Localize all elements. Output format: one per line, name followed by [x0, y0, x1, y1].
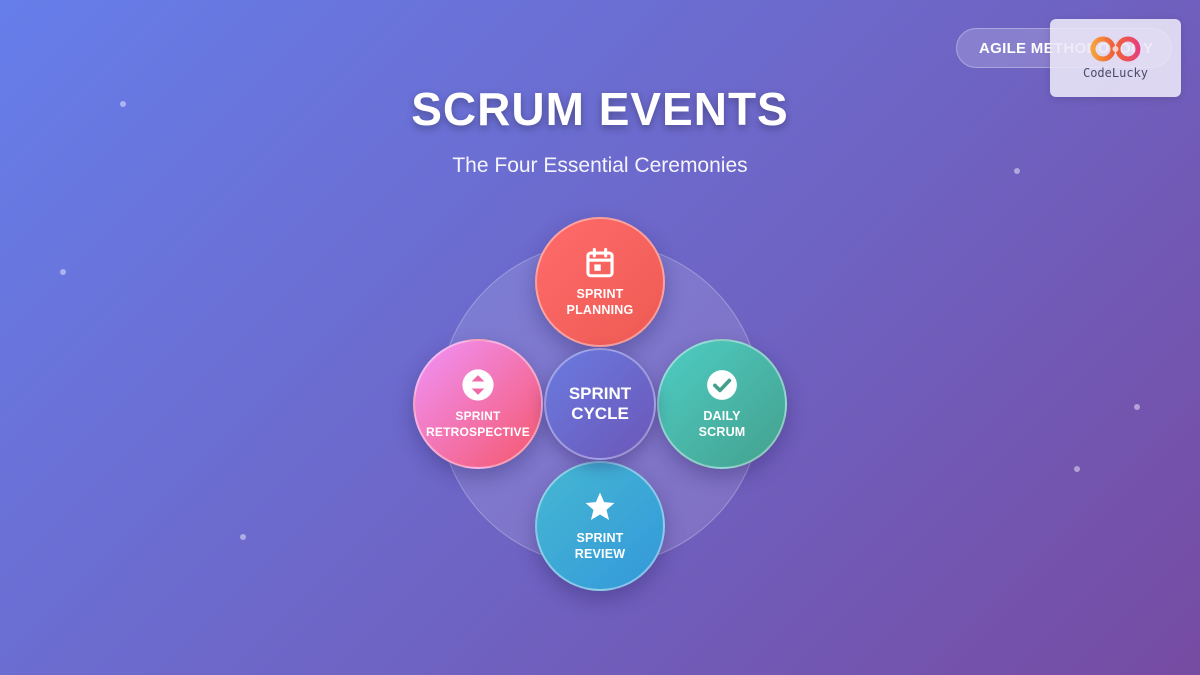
check-circle-icon [707, 370, 737, 400]
particle-dot [1134, 404, 1140, 410]
particle-dot [60, 269, 66, 275]
sprint-review-node: SPRINT REVIEW [535, 461, 665, 591]
codelucky-logo: CodeLucky [1050, 19, 1181, 97]
daily-scrum-node: DAILY SCRUM [657, 339, 787, 469]
particle-dot [240, 534, 246, 540]
sprint-planning-label: SPRINT PLANNING [566, 287, 634, 317]
center-label-line2: CYCLE [571, 404, 629, 423]
particle-dot [120, 101, 126, 107]
daily-scrum-label: DAILY SCRUM [698, 409, 746, 439]
particle-dot [1014, 168, 1020, 174]
page-title: SCRUM EVENTS [411, 83, 789, 135]
sprint-planning-node: SPRINT PLANNING [535, 217, 665, 347]
particle-dot [1074, 466, 1080, 472]
sync-icon [462, 369, 494, 401]
infinity-logo-icon [1090, 36, 1141, 62]
center-label-line1: SPRINT [568, 384, 632, 403]
star-icon [585, 492, 615, 521]
logo-text: CodeLucky [1082, 66, 1149, 80]
sprint-cycle-center: SPRINT CYCLE [544, 348, 656, 460]
sprint-review-label: SPRINT REVIEW [574, 531, 626, 561]
page-subtitle: The Four Essential Ceremonies [452, 154, 748, 177]
calendar-icon [586, 247, 614, 278]
sprint-retrospective-label: SPRINT RETROSPECTIVE [426, 409, 530, 439]
sprint-retrospective-node: SPRINT RETROSPECTIVE [413, 339, 543, 469]
